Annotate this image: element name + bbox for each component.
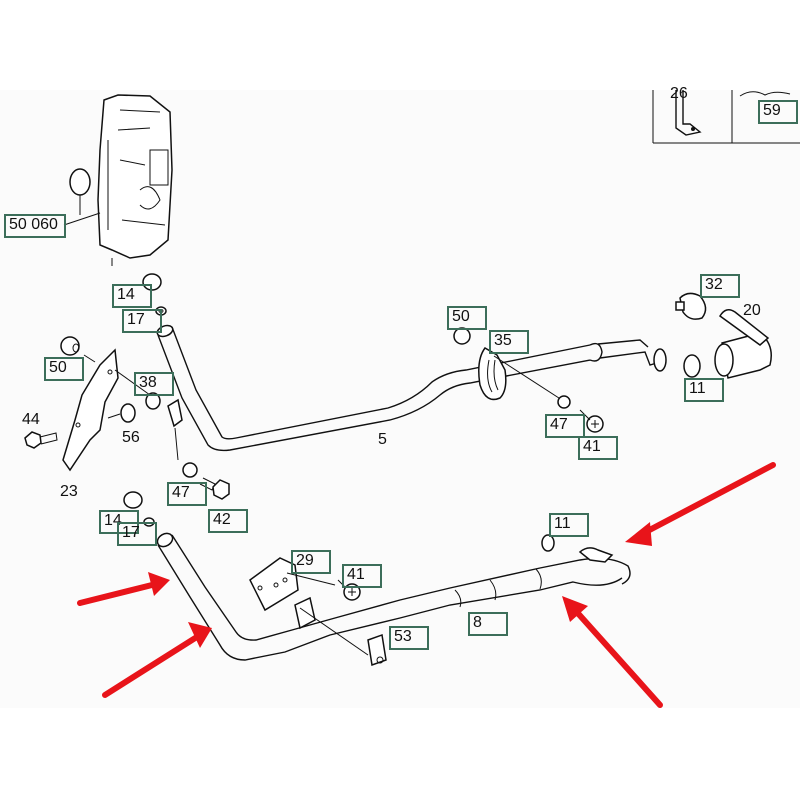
pipe-clamp-lower [294,596,316,630]
nut-56-icon [120,403,136,423]
label-washer-47-right[interactable]: 47 [545,414,585,438]
label-nut-56: 56 [122,429,140,446]
parts-drawing [24,90,800,708]
arrow-1 [77,572,170,606]
label-washer-47-left[interactable]: 47 [167,482,207,506]
label-bracket-23: 23 [60,483,78,500]
diagram-canvas: 26 59 50 060 14 17 50 38 44 56 23 5 47 4… [0,86,800,708]
nut-50-right-icon [453,327,471,345]
inset-bracket-icon [675,90,702,136]
label-bolt-42[interactable]: 42 [208,509,248,533]
label-bracket-29[interactable]: 29 [291,550,331,574]
label-nut-50[interactable]: 50 [44,357,84,381]
pipe-8 [123,491,631,667]
label-sleeve-11-upper[interactable]: 11 [684,378,724,402]
inset-bracket-hole [691,127,695,131]
label-heater-unit[interactable]: 50 060 [4,214,66,238]
inset-clip-icon [739,91,791,97]
label-elbow-20: 20 [743,302,761,319]
label-pipe-5: 5 [378,431,387,448]
pipe-tab [167,398,183,428]
highlight-arrows [77,462,776,708]
label-bolt-41-right[interactable]: 41 [578,436,618,460]
arrow-4 [562,596,663,708]
label-pipe-8[interactable]: 8 [468,612,508,636]
label-clip-53[interactable]: 53 [389,626,429,650]
label-bolt-44: 44 [22,411,40,428]
bushing-38-icon [145,392,161,410]
label-bushing-38[interactable]: 38 [134,372,174,396]
heater-unit [63,94,173,266]
bolt-44-icon [24,431,58,449]
grommet-14-lower-icon [123,491,143,509]
clamp-35 [453,327,604,433]
label-clamp-35[interactable]: 35 [489,330,529,354]
label-washer-17-lower[interactable]: 17 [117,522,157,546]
washer-47-right-icon [557,395,571,409]
inset-label-26: 26 [670,85,688,102]
heater-cap-icon [69,168,91,196]
right-end-fittings [675,292,772,379]
inset-panel [652,90,800,144]
label-washer-17[interactable]: 17 [122,309,162,333]
label-sleeve-11-lower[interactable]: 11 [549,513,589,537]
arrow-2 [102,622,212,698]
clamp-32-icon [679,292,707,320]
inset-label-59[interactable]: 59 [758,100,798,124]
sleeve-11-icon [683,354,701,378]
sleeve-11-lower-icon [541,534,555,552]
pipe-5 [156,324,667,452]
label-clamp-32[interactable]: 32 [700,274,740,298]
bracket-23 [24,336,230,500]
label-grommet-14[interactable]: 14 [112,284,152,308]
label-bolt-41-lower[interactable]: 41 [342,564,382,588]
washer-47-icon [182,462,198,478]
arrow-3 [625,462,776,546]
pipe-8-nozzle [578,547,614,563]
label-clamp-nut-50[interactable]: 50 [447,306,487,330]
